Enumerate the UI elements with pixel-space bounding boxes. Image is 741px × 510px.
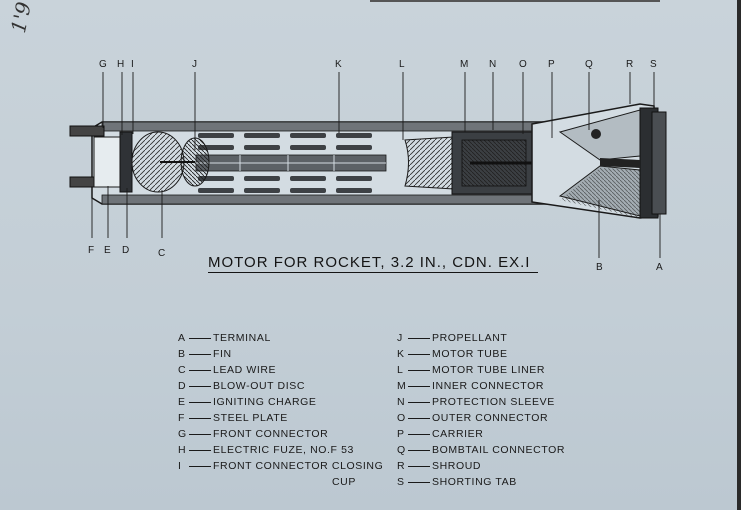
legend-left: A TERMINAL B FIN C LEAD WIRE D BLOW-OUT DISC… (178, 330, 383, 490)
legend-text: LEAD WIRE (213, 364, 277, 376)
callout-p: P (548, 59, 555, 70)
legend-entry: N PROTECTION SLEEVE (397, 394, 565, 410)
legend-text: OUTER CONNECTOR (432, 412, 549, 424)
legend-key: J (397, 332, 403, 344)
legend-text: INNER CONNECTOR (432, 380, 545, 392)
sheet-top-edge (370, 0, 660, 2)
callout-j: J (192, 59, 198, 70)
callout-f: F (88, 245, 95, 256)
legend-text: MOTOR TUBE LINER (432, 364, 546, 376)
connector-region (404, 131, 600, 195)
legend-text: IGNITING CHARGE (213, 396, 317, 408)
callout-q: Q (585, 59, 593, 70)
legend-entry: R SHROUD (397, 458, 565, 474)
legend-text: FIN (213, 348, 232, 360)
legend-entry: A TERMINAL (178, 330, 383, 346)
legend-right: J PROPELLANT K MOTOR TUBE L MOTOR TUBE LINE… (397, 330, 565, 490)
legend-entry: P CARRIER (397, 426, 565, 442)
legend-key: O (397, 412, 406, 424)
sheet-right-edge (737, 0, 741, 510)
rocket-motor-diagram: G H I J K L M N O P Q R S F E D C B A (69, 59, 667, 273)
callout-h: H (117, 59, 125, 70)
legend-key: H (178, 444, 187, 456)
callout-k: K (335, 59, 342, 70)
callout-m: M (460, 59, 469, 70)
legend-key: A (178, 332, 186, 344)
callout-a: A (656, 262, 663, 273)
legend-key: S (397, 476, 405, 488)
front-connector-assembly (93, 131, 210, 193)
legend-entry: L MOTOR TUBE LINER (397, 362, 565, 378)
legend-text: MOTOR TUBE (432, 348, 508, 360)
legend-entry: Q BOMBTAIL CONNECTOR (397, 442, 565, 458)
legend-entry-continuation: CUP (332, 476, 356, 488)
legend-text: FRONT CONNECTOR CLOSING (213, 460, 384, 472)
legend-key: D (178, 380, 187, 392)
legend-key: N (397, 396, 406, 408)
legend-key: L (397, 364, 404, 376)
tail-assembly (531, 103, 667, 219)
propellant-slots (195, 133, 387, 193)
legend-key: P (397, 428, 405, 440)
legend-key: C (178, 364, 187, 376)
legend-text: SHROUD (432, 460, 482, 472)
legend-entry: G FRONT CONNECTOR (178, 426, 383, 442)
callout-o: O (519, 59, 527, 70)
diagram-title: MOTOR FOR ROCKET, 3.2 IN., CDN. EX.I (208, 254, 538, 273)
leader-lines-bottom (91, 186, 661, 258)
legend-entry: C LEAD WIRE (178, 362, 383, 378)
legend-text: CARRIER (432, 428, 484, 440)
legend-text: PROPELLANT (432, 332, 508, 344)
callouts-bottom: F E D C B A (88, 245, 663, 273)
callout-b: B (596, 262, 603, 273)
legend-key: M (397, 380, 407, 392)
legend-entry: E IGNITING CHARGE (178, 394, 383, 410)
legend-entry: F STEEL PLATE (178, 410, 383, 426)
legend-entry: I FRONT CONNECTOR CLOSING (178, 458, 383, 474)
callout-s: S (650, 59, 657, 70)
legend-key: K (397, 348, 405, 360)
legend-entry: S SHORTING TAB (397, 474, 565, 490)
legend-text: FRONT CONNECTOR (213, 428, 329, 440)
legend-text: ELECTRIC FUZE, NO.F 53 (213, 444, 354, 456)
legend-key: F (178, 412, 186, 424)
callout-c: C (158, 248, 166, 259)
legend-key: Q (397, 444, 406, 456)
callout-l: L (399, 59, 405, 70)
callout-i: I (131, 59, 134, 70)
legend-text: STEEL PLATE (213, 412, 288, 424)
legend-entry: O OUTER CONNECTOR (397, 410, 565, 426)
callout-e: E (104, 245, 111, 256)
callout-g: G (99, 59, 107, 70)
legend-key: I (178, 460, 182, 472)
legend-entry: D BLOW-OUT DISC (178, 378, 383, 394)
callout-d: D (122, 245, 130, 256)
leader-lines-top (102, 72, 655, 150)
legend-text: PROTECTION SLEEVE (432, 396, 555, 408)
legend-entry: K MOTOR TUBE (397, 346, 565, 362)
legend-entry: B FIN (178, 346, 383, 362)
callouts-top: G H I J K L M N O P Q R S (99, 59, 657, 70)
legend-key: B (178, 348, 186, 360)
legend-text: BLOW-OUT DISC (213, 380, 306, 392)
callout-n: N (489, 59, 497, 70)
legend-key: E (178, 396, 186, 408)
legend-key: G (178, 428, 187, 440)
legend-entry: J PROPELLANT (397, 330, 565, 346)
legend-entry: H ELECTRIC FUZE, NO.F 53 (178, 442, 383, 458)
legend-key: R (397, 460, 406, 472)
legend-text: TERMINAL (213, 332, 271, 344)
legend-text: SHORTING TAB (432, 476, 517, 488)
legend-text: BOMBTAIL CONNECTOR (432, 444, 566, 456)
callout-r: R (626, 59, 634, 70)
legend-entry: M INNER CONNECTOR (397, 378, 565, 394)
